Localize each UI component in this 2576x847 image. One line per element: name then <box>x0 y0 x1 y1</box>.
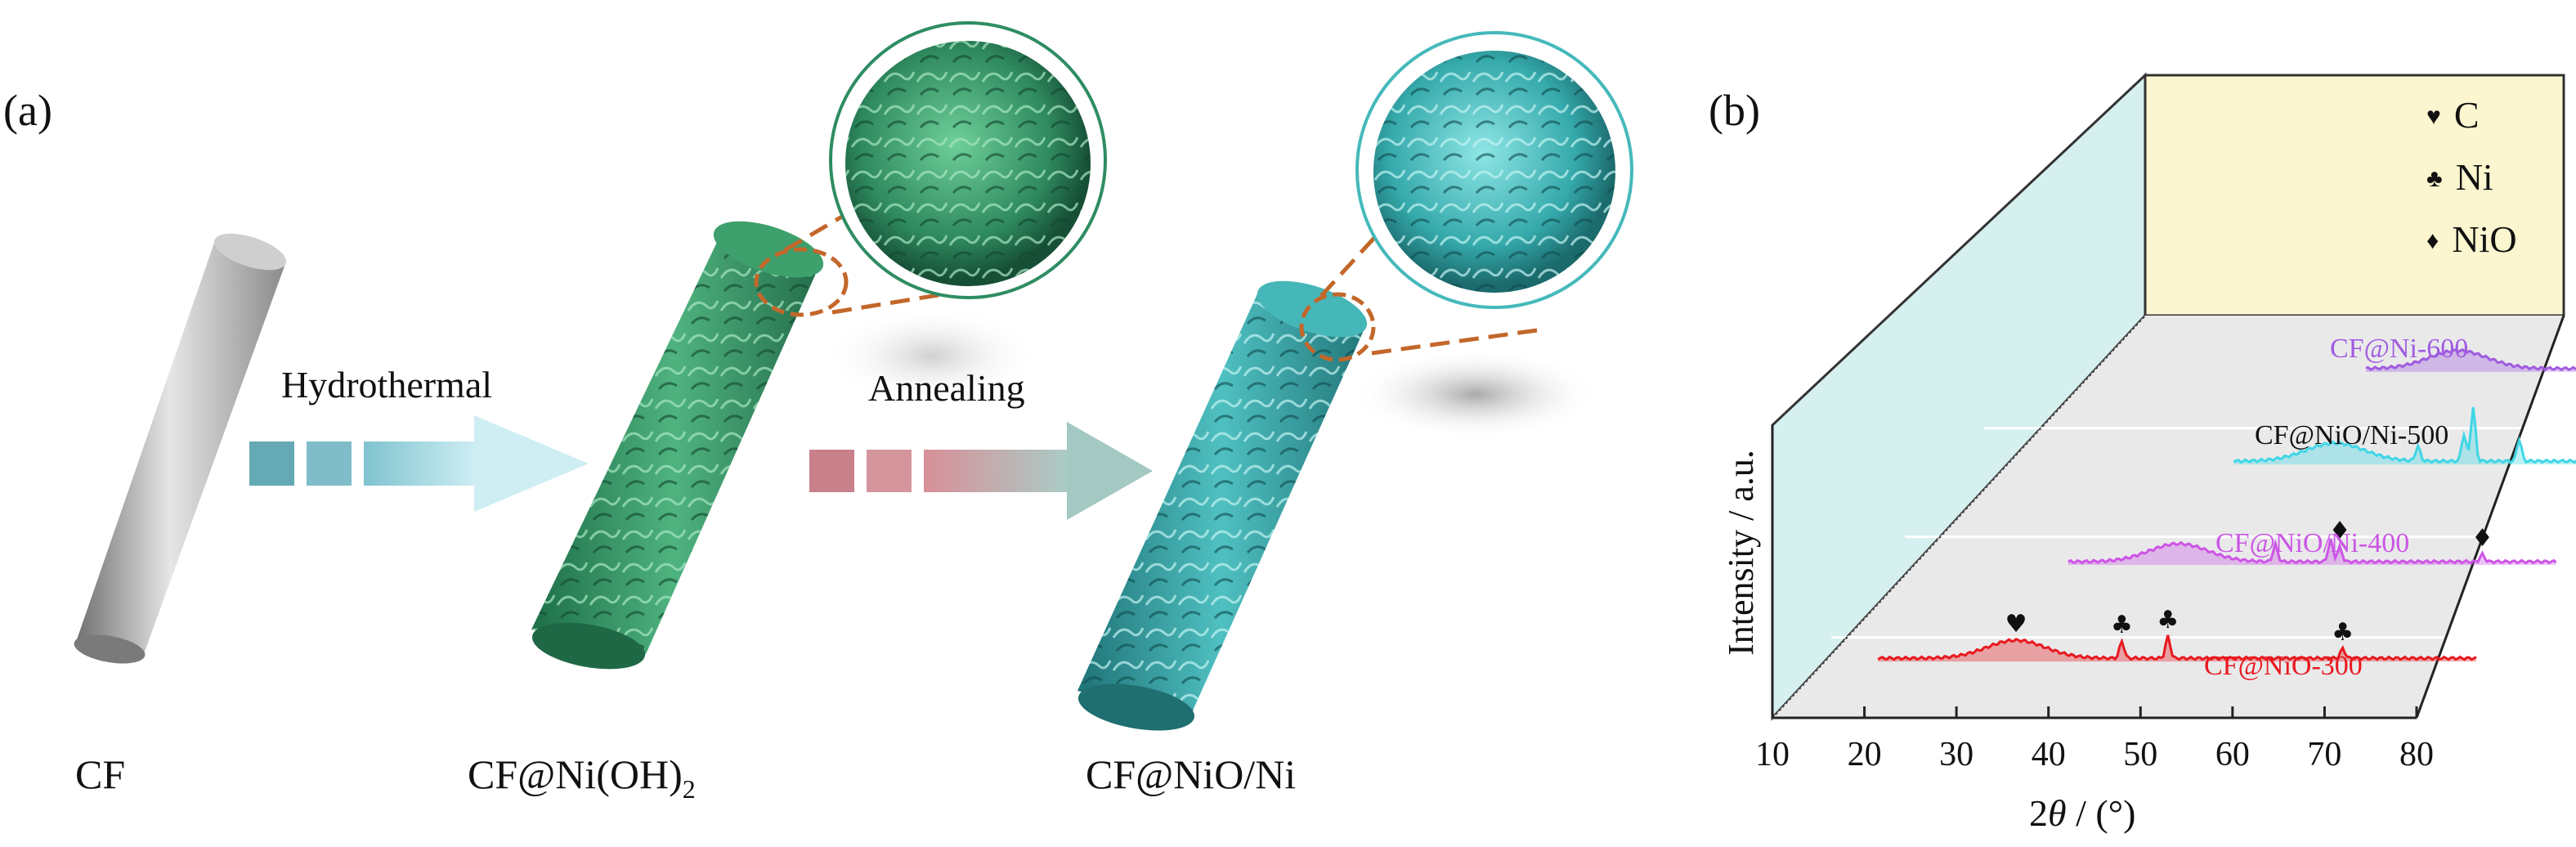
series-line-3 <box>2365 347 2576 372</box>
x-tick-label-70: 70 <box>2307 736 2341 773</box>
y-axis-label: Intensity / a.u. <box>1721 450 1761 656</box>
legend-text-nio: NiO <box>2452 218 2517 260</box>
xrd-series: ♥♣♣♣♦♦♦ <box>1877 347 2576 662</box>
x-tick-label-20: 20 <box>1848 736 1882 773</box>
hydrothermal-label: Hydrothermal <box>281 364 493 406</box>
legend-text-ni: Ni <box>2455 156 2493 198</box>
nio-ni-coated-fiber <box>1077 280 1368 731</box>
panel-a-label: (a) <box>3 86 52 135</box>
x-tick-label-40: 40 <box>2032 736 2066 773</box>
series-fill-0 <box>1878 634 2476 662</box>
legend-symbol-c: ♥ <box>2426 103 2441 130</box>
x-tick-label-50: 50 <box>2123 736 2157 773</box>
caption-cf-nioh2-main: CF@Ni(OH) <box>468 751 683 797</box>
nio-zoom-callout <box>1299 31 1633 362</box>
caption-cf-nioh2: CF@Ni(OH)2 <box>468 751 696 802</box>
x-axis-label: 2θ / (°) <box>2029 795 2135 832</box>
legend-item-c: ♥ C <box>2426 93 2480 137</box>
hydrothermal-arrow <box>249 415 589 512</box>
legend-symbol-ni: ♣ <box>2426 165 2443 192</box>
legend-item-nio: ♦ NiO <box>2426 217 2517 261</box>
legend-symbol-nio: ♦ <box>2426 227 2439 254</box>
peak-marker-0-0: ♥ <box>2005 610 2027 639</box>
legend-text-c: C <box>2453 94 2480 136</box>
series-label-600: CF@Ni-600 <box>2330 334 2469 364</box>
series-label-300: CF@NiO-300 <box>2204 651 2363 681</box>
series-label-400: CF@NiO/Ni-400 <box>2215 528 2410 558</box>
caption-cf: CF <box>75 751 126 797</box>
series-line-0 <box>1877 634 2477 661</box>
annealing-arrow <box>809 422 1153 520</box>
legend-item-ni: ♣ Ni <box>2426 155 2493 199</box>
panel-b-label: (b) <box>1709 86 1760 135</box>
floor-depth-lines <box>1831 427 2576 639</box>
x-axis-label-theta: θ <box>2048 792 2067 834</box>
x-axis-ticks: 10 20 30 40 50 60 70 80 <box>1755 706 2434 773</box>
series-CF@NiO/Ni-500: ♦ <box>2233 406 2576 465</box>
x-tick-label-30: 30 <box>1939 736 1973 773</box>
peak-marker-1-1: ♦ <box>2471 524 2493 553</box>
sphere-shadow <box>1353 349 1598 439</box>
x-tick-label-10: 10 <box>1755 736 1790 773</box>
peak-marker-1-0: ♦ <box>2329 517 2351 545</box>
series-fill-2 <box>2233 407 2576 465</box>
x-tick-label-80: 80 <box>2399 736 2434 773</box>
x-axis-label-number: 2 <box>2029 792 2048 834</box>
x-axis-label-unit: / (°) <box>2066 792 2136 834</box>
sphere-shadow-left <box>826 307 1038 405</box>
x-tick-label-60: 60 <box>2215 736 2250 773</box>
peak-marker-0-3: ♣ <box>2332 618 2354 647</box>
peak-marker-0-2: ♣ <box>2157 606 2179 634</box>
chart-floor <box>1772 316 2564 718</box>
nioh2-zoom-callout <box>754 21 1107 317</box>
series-label-500: CF@NiO/Ni-500 <box>2255 420 2449 450</box>
annealing-label: Annealing <box>868 367 1025 409</box>
peak-marker-0-1: ♣ <box>2111 611 2133 639</box>
caption-cf-nioh2-subscript: 2 <box>682 774 696 804</box>
series-line-2 <box>2233 406 2576 464</box>
carbon-fiber <box>74 233 287 664</box>
series-CF@Ni-600 <box>2365 347 2576 372</box>
series-fill-3 <box>2366 349 2576 372</box>
series-CF@NiO-300: ♥ ♣ ♣ ♣ <box>1877 606 2477 662</box>
chart-back-wall <box>2144 74 2565 317</box>
series-line-1 <box>2068 538 2557 565</box>
caption-cf-nio-ni: CF@NiO/Ni <box>1086 751 1297 797</box>
series-CF@NiO/Ni-400: ♦♦ <box>2068 517 2557 566</box>
nioh2-coated-fiber <box>531 221 824 670</box>
